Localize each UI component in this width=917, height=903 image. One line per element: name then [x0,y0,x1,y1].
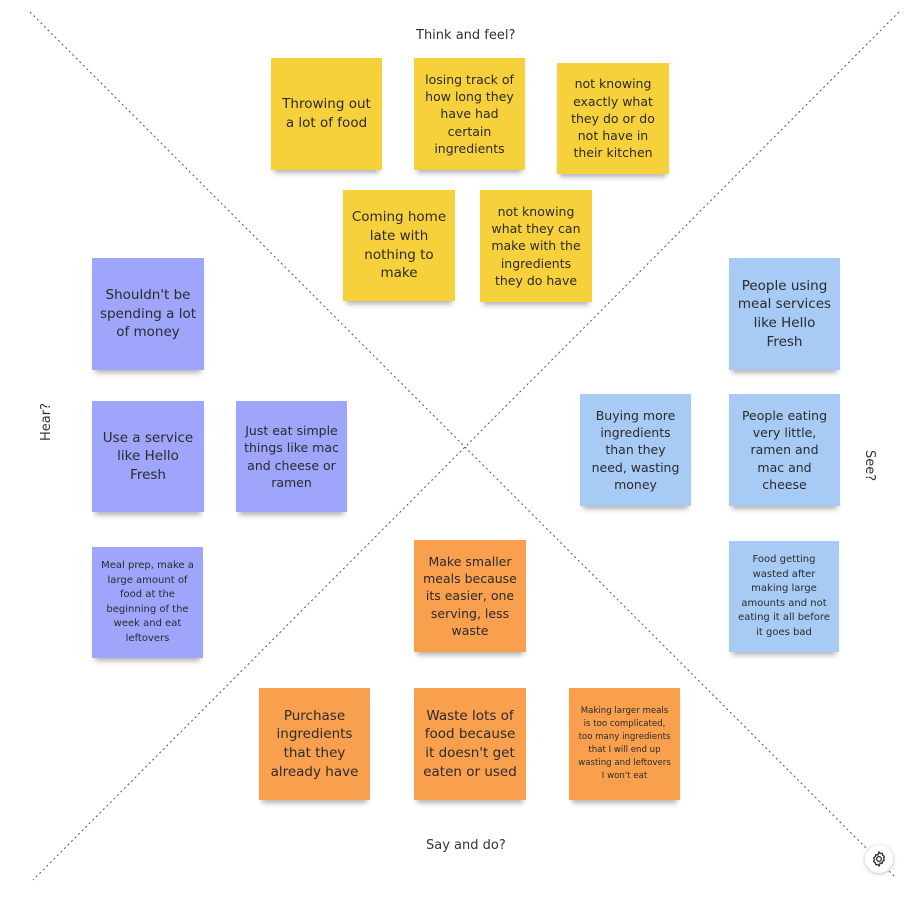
label-hear: Hear? [39,403,54,441]
sticky-note[interactable]: Buying more ingredients than they need, … [580,394,691,506]
sticky-note[interactable]: Make smaller meals because its easier, o… [414,540,526,652]
sticky-note[interactable]: not knowing exactly what they do or do n… [557,63,669,174]
sticky-note[interactable]: People eating very little, ramen and mac… [729,394,840,506]
sticky-note[interactable]: People using meal services like Hello Fr… [729,258,840,370]
sticky-note[interactable]: Food getting wasted after making large a… [729,541,839,652]
sticky-note[interactable]: Coming home late with nothing to make [343,190,455,301]
label-say-and-do: Say and do? [426,838,506,853]
sticky-note[interactable]: Waste lots of food because it doesn't ge… [414,688,526,800]
sticky-note[interactable]: Throwing out a lot of food [271,58,382,170]
label-see: See? [862,450,877,482]
sticky-note[interactable]: Making larger meals is too complicated, … [569,688,680,800]
diagonal-top-left-to-bottom-right [29,11,897,879]
sticky-note[interactable]: Just eat simple things like mac and chee… [236,401,347,512]
gear-icon [872,851,886,867]
sticky-note[interactable]: Shouldn't be spending a lot of money [92,258,204,370]
sticky-note[interactable]: Meal prep, make a large amount of food a… [92,547,203,658]
settings-button[interactable] [865,845,893,873]
diagonal-top-right-to-bottom-left [32,11,900,881]
sticky-note[interactable]: Use a service like Hello Fresh [92,401,204,512]
label-think-and-feel: Think and feel? [416,28,516,43]
sticky-note[interactable]: Purchase ingredients that they already h… [259,688,370,800]
sticky-note[interactable]: not knowing what they can make with the … [480,190,592,302]
sticky-note[interactable]: losing track of how long they have had c… [414,58,525,170]
